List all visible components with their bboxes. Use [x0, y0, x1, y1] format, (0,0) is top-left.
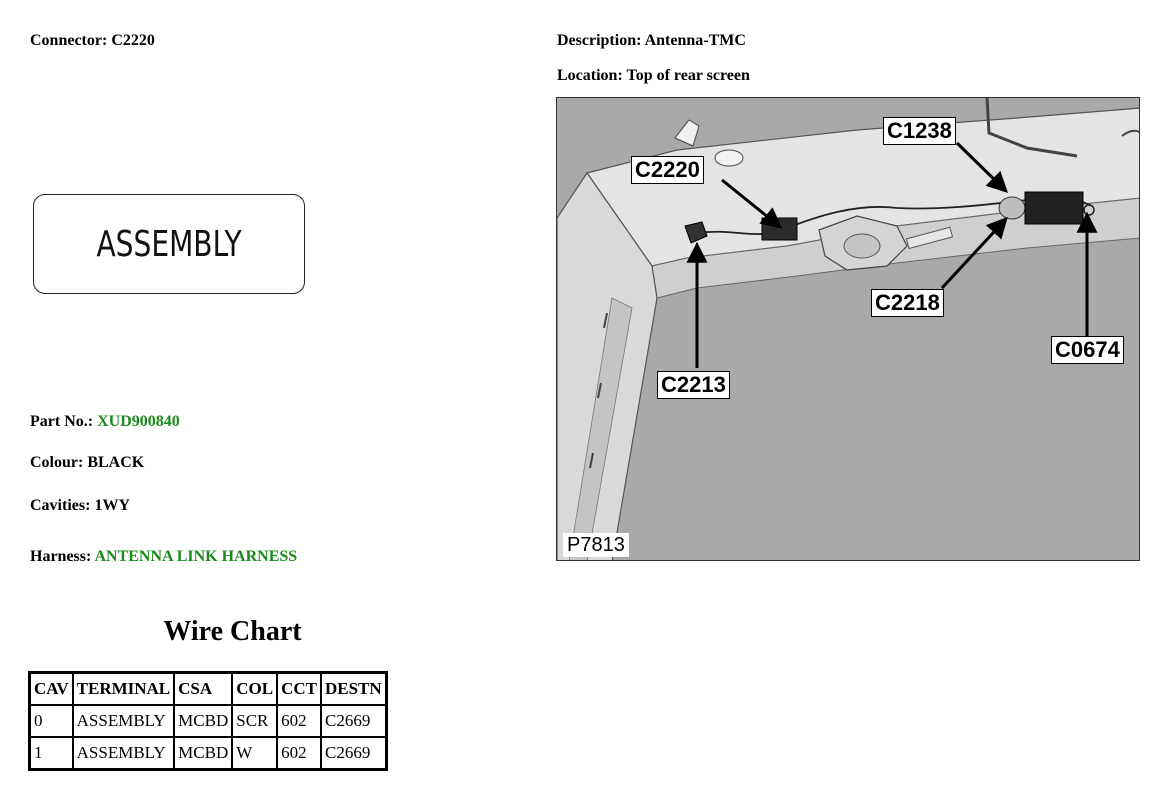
colour-value: BLACK: [87, 454, 145, 471]
table-row: 1 ASSEMBLY MCBD W 602 C2669: [28, 736, 388, 771]
table-header-row: CAV TERMINAL CSA COL CCT DESTN: [28, 671, 388, 706]
colour-field: Colour: BLACK: [30, 454, 144, 472]
leader-c1238: [955, 141, 1009, 193]
column-header-destn: DESTN: [319, 671, 388, 706]
part-number-label: Part No.:: [30, 413, 94, 430]
cell-csa: MCBD: [173, 704, 234, 738]
connector-face-diagram: ASSEMBLY: [33, 194, 305, 294]
callout-c2218: C2218: [871, 289, 944, 317]
table-row: 0 ASSEMBLY MCBD SCR 602 C2669: [28, 704, 388, 738]
connector-label: Connector:: [30, 32, 108, 49]
cell-destn: C2669: [319, 736, 388, 771]
location-value: Top of rear screen: [626, 67, 750, 84]
cavities-label: Cavities:: [30, 497, 91, 514]
wire-chart-title: Wire Chart: [163, 616, 302, 647]
cell-destn: C2669: [319, 704, 388, 738]
callout-c2213: C2213: [657, 371, 730, 399]
cell-cct: 602: [276, 704, 322, 738]
cell-col: SCR: [231, 704, 279, 738]
leader-c2218: [940, 216, 1008, 290]
column-header-csa: CSA: [173, 671, 234, 706]
cell-terminal: ASSEMBLY: [71, 704, 176, 738]
part-number-link[interactable]: XUD900840: [97, 413, 180, 430]
frame-left-inner: [568, 297, 633, 560]
description-value: Antenna-TMC: [644, 32, 746, 49]
column-header-terminal: TERMINAL: [71, 671, 176, 706]
cell-cct: 602: [276, 736, 322, 771]
part-number-field: Part No.: XUD900840: [30, 413, 180, 431]
callout-c1238: C1238: [883, 117, 956, 145]
description-label: Description:: [557, 32, 642, 49]
location-figure: C1238 C2220 C2218 C0674 C2213 P7813: [556, 97, 1140, 561]
cavities-field: Cavities: 1WY: [30, 497, 130, 515]
location-label: Location:: [557, 67, 623, 84]
callout-c2220: C2220: [631, 156, 704, 184]
column-header-cct: CCT: [276, 671, 322, 706]
assembly-label: ASSEMBLY: [96, 223, 242, 265]
connector-c2213-shape: [684, 221, 708, 244]
location-field: Location: Top of rear screen: [557, 67, 750, 85]
column-header-col: COL: [231, 671, 279, 706]
column-header-cav: CAV: [28, 671, 74, 706]
cell-terminal: ASSEMBLY: [71, 736, 176, 771]
harness-field: Harness: ANTENNA LINK HARNESS: [30, 548, 297, 566]
callout-c0674: C0674: [1051, 336, 1124, 364]
module-c1238-shape: [1024, 191, 1084, 225]
connector-field: Connector: C2220: [30, 32, 155, 50]
leader-c2220: [721, 178, 783, 229]
cell-cav: 1: [28, 736, 74, 771]
connector-value: C2220: [111, 32, 155, 49]
harness-label: Harness:: [30, 548, 92, 565]
rear-screen-illustration: [557, 98, 1139, 560]
description-field: Description: Antenna-TMC: [557, 32, 746, 50]
connector-c2220-shape: [761, 217, 798, 241]
connector-c2218-shape: [998, 196, 1026, 220]
colour-label: Colour:: [30, 454, 84, 471]
figure-id: P7813: [563, 533, 629, 557]
cell-col: W: [231, 736, 279, 771]
cell-cav: 0: [28, 704, 74, 738]
cavities-value: 1WY: [94, 497, 130, 514]
cell-csa: MCBD: [173, 736, 234, 771]
harness-link[interactable]: ANTENNA LINK HARNESS: [94, 548, 298, 565]
wire-chart-table: CAV TERMINAL CSA COL CCT DESTN 0 ASSEMBL…: [28, 671, 388, 771]
